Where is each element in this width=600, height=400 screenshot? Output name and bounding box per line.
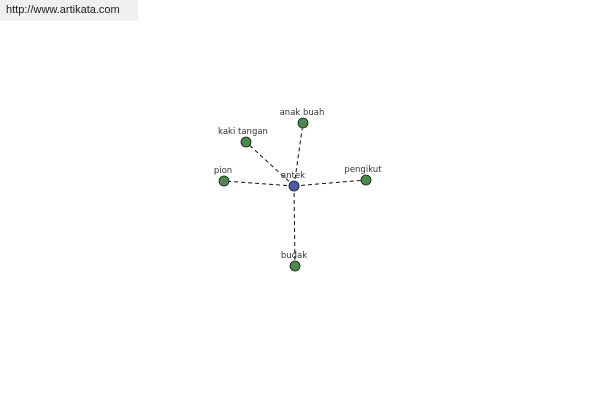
edge-anak-buah bbox=[293, 122, 304, 187]
label-anak-buah: anak buah bbox=[280, 108, 325, 118]
source-link[interactable]: http://www.artikata.com bbox=[0, 0, 138, 21]
label-pengikut: pengikut bbox=[344, 165, 382, 175]
label-antek: antek bbox=[281, 171, 305, 181]
node-anak-buah[interactable] bbox=[297, 117, 309, 129]
label-budak: budak bbox=[281, 251, 307, 261]
edge-kaki-tangan bbox=[245, 141, 295, 187]
center-node-antek[interactable] bbox=[288, 180, 300, 192]
edges-group bbox=[223, 122, 367, 267]
node-budak[interactable] bbox=[289, 260, 301, 272]
edge-pengikut bbox=[293, 179, 367, 187]
node-kaki-tangan[interactable] bbox=[240, 136, 252, 148]
edge-pion bbox=[223, 180, 295, 187]
node-pengikut[interactable] bbox=[360, 174, 372, 186]
labels-group: anak buah kaki tangan pion pengikut budak ant… bbox=[214, 108, 382, 261]
label-kaki-tangan: kaki tangan bbox=[218, 127, 268, 137]
edge-budak bbox=[293, 185, 296, 267]
nodes-group bbox=[218, 117, 372, 272]
node-pion[interactable] bbox=[218, 175, 230, 187]
label-pion: pion bbox=[214, 166, 232, 176]
